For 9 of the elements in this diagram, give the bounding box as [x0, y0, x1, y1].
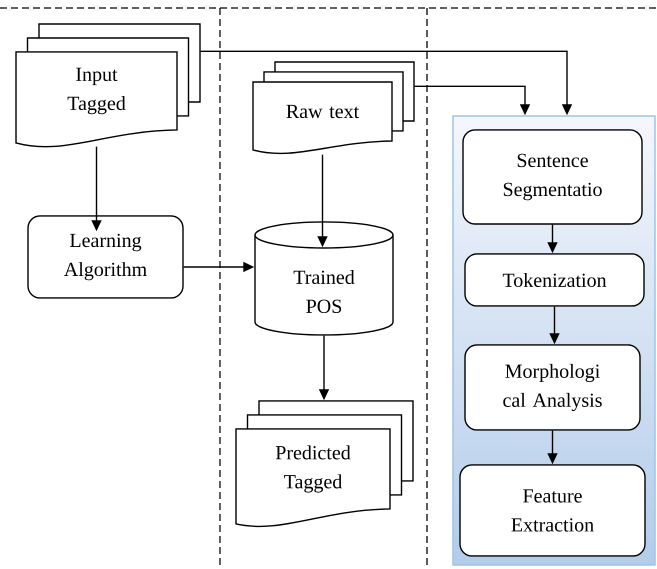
document-stack: Input Tagged: [15, 23, 201, 148]
process-box: Tokenization: [464, 253, 645, 307]
process-box: Learning Algorithm: [27, 215, 184, 299]
process-box: Sentence Segmentatio: [462, 129, 643, 225]
process-box: Feature Extraction: [459, 464, 646, 557]
database-cylinder: Trained POS: [254, 221, 394, 336]
document-stack: Predicted Tagged: [235, 400, 414, 528]
document-stack: Raw text: [252, 61, 415, 154]
process-box: Morphologi cal Analysis: [464, 344, 641, 431]
